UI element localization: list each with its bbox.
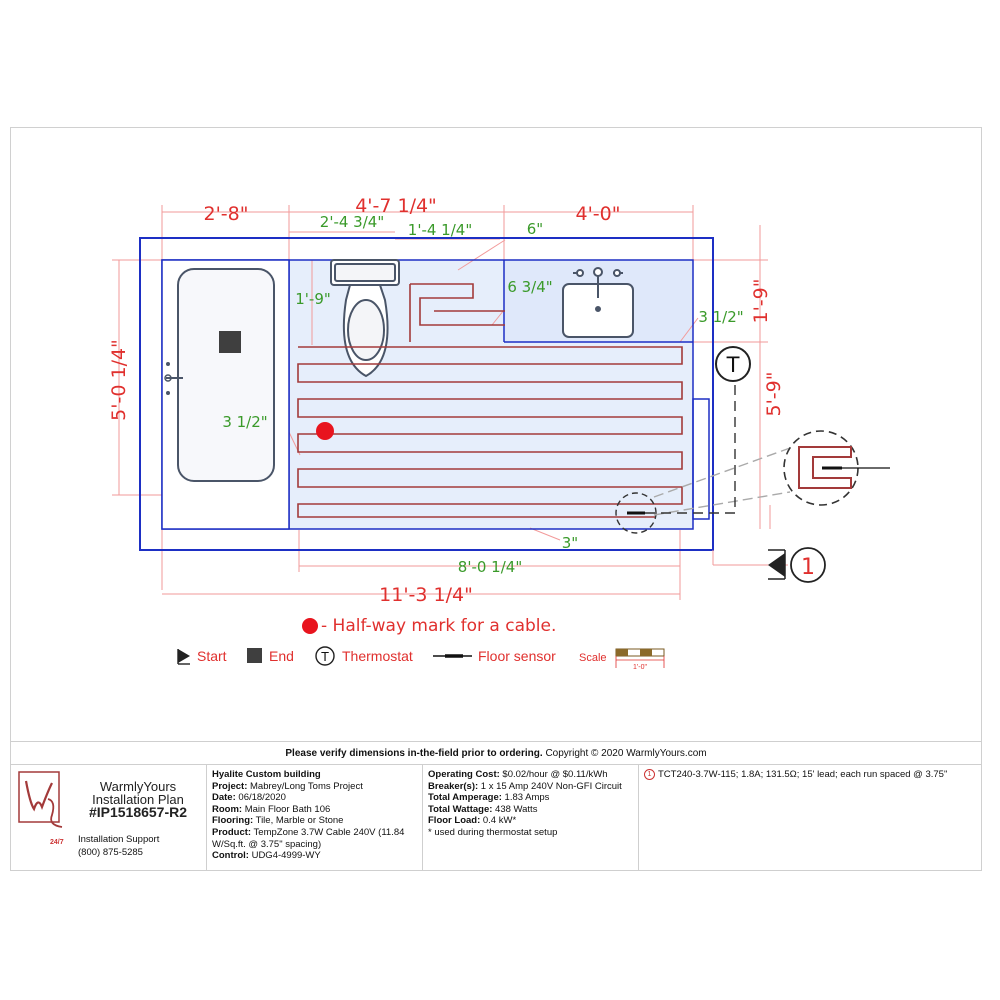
- thermostat-icon: [315, 646, 335, 666]
- halfway-note: - Half-way mark for a cable.: [321, 616, 556, 636]
- floor-plan-drawing: T 1 2'-8" 4'-7 1/4" 4'-0" 5'-0 1/4" 1'-9…: [108, 195, 890, 671]
- dim-toilet-area-width: 4'-7 1/4": [355, 195, 437, 217]
- legend-thermostat-symbol: T: [320, 650, 329, 664]
- project-cell: Hyalite Custom building Project: Mabrey/…: [206, 765, 422, 871]
- dim-tub-length: 5'-0 1/4": [108, 339, 130, 421]
- sink: [562, 267, 634, 338]
- legend-thermostat-label: Thermostat: [342, 648, 413, 664]
- svg-text:1: 1: [801, 555, 815, 580]
- dim-tub-width: 2'-8": [204, 203, 249, 225]
- wattage-row: Total Wattage: 438 Watts: [428, 803, 538, 815]
- verify-notice: Please verify dimensions in-the-field pr…: [10, 741, 982, 765]
- halfway-legend-dot: [302, 618, 318, 634]
- dim-cable-gap: 6": [527, 220, 543, 238]
- dimension-lines: [112, 205, 771, 600]
- verify-text: Please verify dimensions in-the-field pr…: [285, 748, 543, 759]
- heating-cable: [297, 283, 683, 518]
- brand-title: WarmlyYours Installation Plan #IP1518657…: [76, 780, 200, 819]
- sensor-zoom-detail: [783, 430, 890, 506]
- dim-toilet-clearance: 1'-4 1/4": [408, 221, 472, 239]
- dim-wall-offset-left: 3 1/2": [222, 413, 267, 431]
- scale-bar: 1'-0": [615, 648, 665, 671]
- product-row: Product: TempZone 3.7W Cable 240V (11.84…: [212, 826, 405, 850]
- cost-row: Operating Cost: $0.02/hour @ $0.11/kWh: [428, 769, 608, 780]
- dim-total-length: 11'-3 1/4": [379, 584, 473, 606]
- branding-cell: WarmlyYours Installation Plan #IP1518657…: [10, 765, 206, 871]
- dim-wall-offset-right: 3 1/2": [698, 308, 743, 326]
- dim-vanity-offset: 6 3/4": [507, 278, 552, 296]
- support-phone[interactable]: (800) 875-5285: [78, 847, 143, 858]
- dim-vanity-depth: 1'-9": [750, 279, 772, 324]
- room-row: Room: Main Floor Bath 106: [212, 803, 331, 815]
- floor-sensor-detail: [615, 380, 791, 534]
- thermostat-symbol: T: [715, 346, 751, 382]
- toilet: [330, 259, 400, 378]
- load-row: Floor Load: 0.4 kW*: [428, 815, 517, 827]
- dim-toilet-offset: 2'-4 3/4": [320, 213, 384, 231]
- dim-floor-depth: 5'-9": [763, 372, 785, 417]
- svg-text:1'-0": 1'-0": [633, 664, 647, 671]
- svg-text:T: T: [726, 353, 740, 377]
- setup-note: * used during thermostat setup: [428, 826, 558, 838]
- dim-toilet-depth: 1'-9": [295, 290, 331, 308]
- dim-bottom-offset: 3": [562, 534, 578, 552]
- legend-scale-label: Scale: [579, 652, 607, 664]
- support-badge: 24/7: [50, 839, 64, 846]
- cable-marker-1: 1: [712, 547, 826, 583]
- room-outline: [139, 237, 714, 551]
- electrical-cell: Operating Cost: $0.02/hour @ $0.11/kWh B…: [422, 765, 638, 871]
- plan-id: #IP1518657-R2: [88, 804, 188, 820]
- halfway-mark: [316, 422, 334, 440]
- end-icon: [247, 648, 262, 663]
- project-row: Project: Mabrey/Long Toms Project: [212, 780, 363, 792]
- brand-name: WarmlyYours: [99, 779, 177, 794]
- end-marker: [219, 331, 241, 353]
- amperage-row: Total Amperage: 1.83 Amps: [428, 792, 550, 804]
- bathtub: [161, 259, 290, 530]
- support-info: Installation Support (800) 875-5285: [78, 833, 159, 859]
- copyright-text: Copyright © 2020 WarmlyYours.com: [542, 748, 707, 759]
- cable-number-icon: 1: [644, 769, 655, 780]
- control-row: Control: UDG4-4999-WY: [212, 850, 321, 862]
- legend-start-label: Start: [197, 648, 227, 664]
- breaker-row: Breaker(s): 1 x 15 Amp 240V Non-GFI Circ…: [428, 780, 622, 792]
- project-heading: Hyalite Custom building: [212, 769, 321, 780]
- legend-floor-sensor-label: Floor sensor: [478, 648, 556, 664]
- dim-vanity-width: 4'-0": [576, 203, 621, 225]
- support-label: Installation Support: [78, 834, 160, 845]
- title-block: WarmlyYours Installation Plan #IP1518657…: [10, 765, 982, 871]
- dim-cable-length: 8'-0 1/4": [458, 558, 522, 576]
- date-row: Date: 06/18/2020: [212, 792, 286, 804]
- legend-end-label: End: [269, 648, 294, 664]
- warmlyyours-logo: [18, 771, 63, 828]
- start-icon: [178, 649, 190, 663]
- flooring-row: Flooring: Tile, Marble or Stone: [212, 815, 344, 827]
- legend: Start End T Thermostat Floor sensor Scal…: [177, 646, 665, 671]
- plan-type: Installation Plan: [92, 792, 184, 807]
- cable-spec: TCT240-3.7W-115; 1.8A; 131.5Ω; 15' lead;…: [658, 769, 948, 781]
